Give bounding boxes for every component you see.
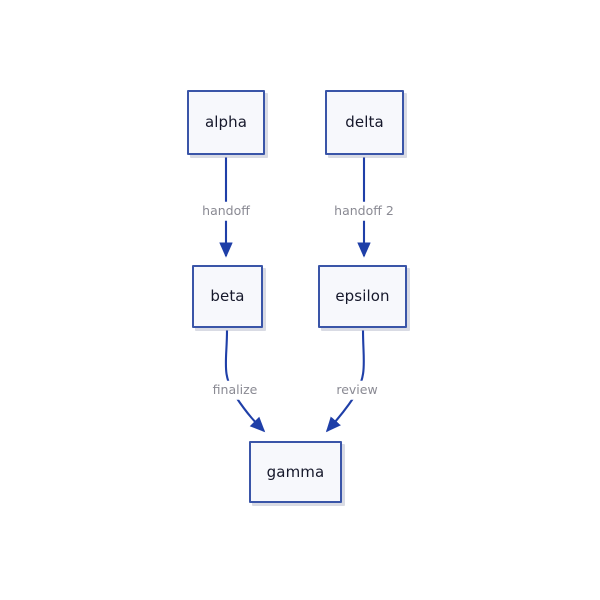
- node-label: epsilon: [335, 287, 390, 305]
- node-label: gamma: [266, 462, 325, 481]
- edge-label-delta-epsilon: handoff 2: [330, 201, 398, 221]
- node-label: delta: [345, 113, 384, 131]
- node-epsilon[interactable]: epsilon: [318, 265, 407, 328]
- node-label: beta: [210, 287, 245, 305]
- edge-label-epsilon-gamma: review: [332, 380, 382, 400]
- node-beta[interactable]: beta: [192, 265, 263, 328]
- node-label: alpha: [204, 113, 248, 131]
- node-alpha[interactable]: alpha: [187, 90, 265, 155]
- edge-label-beta-gamma: finalize: [208, 380, 262, 400]
- edge-label-alpha-beta: handoff: [198, 201, 254, 221]
- node-gamma[interactable]: gamma: [249, 441, 342, 503]
- node-delta[interactable]: delta: [325, 90, 404, 155]
